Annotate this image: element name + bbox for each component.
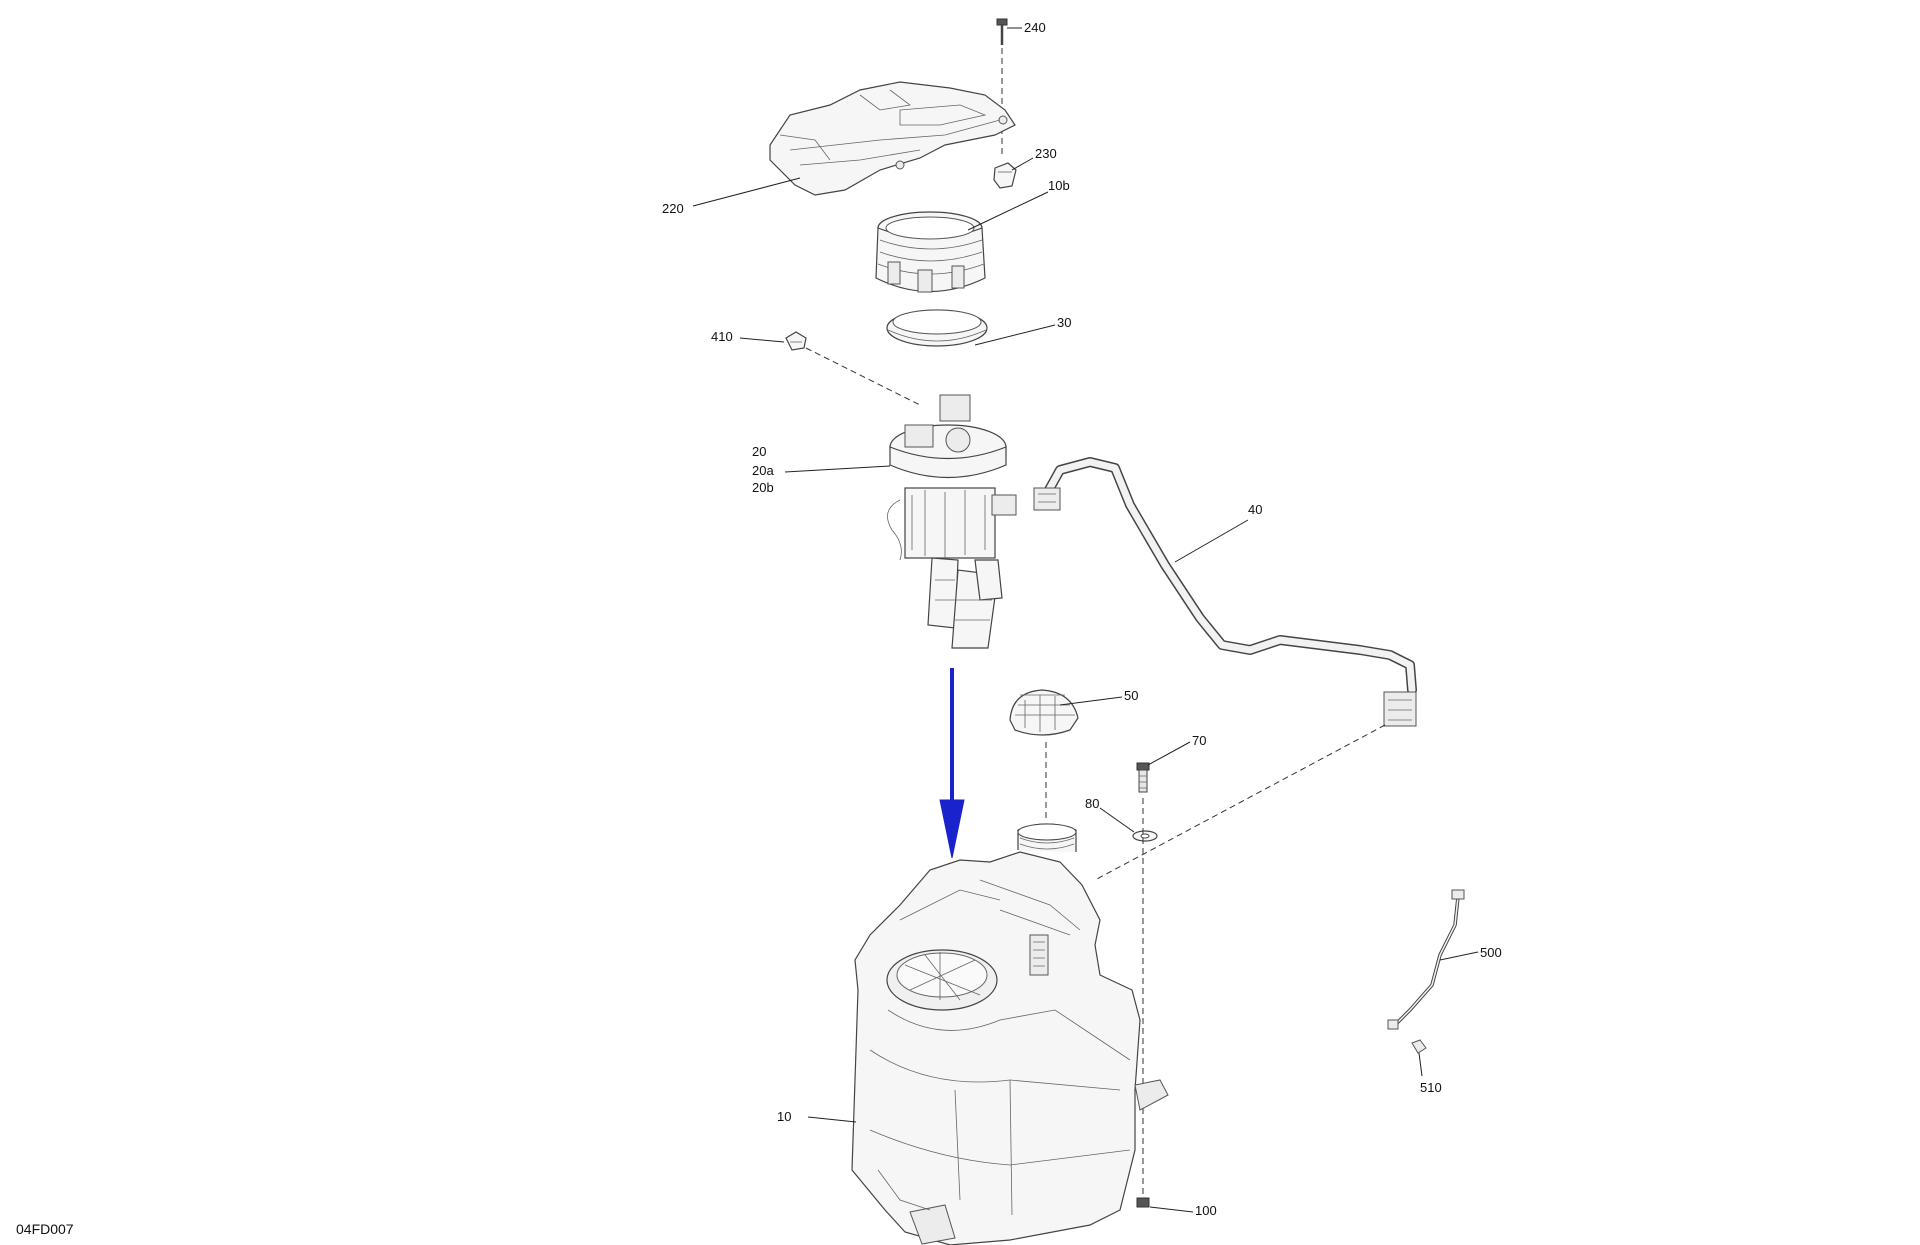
callout-100: 100: [1195, 1203, 1217, 1218]
leader-510: [1418, 1052, 1423, 1077]
part-30-gasket: [886, 309, 988, 347]
part-70-bolt: [1136, 762, 1150, 793]
part-240-screw: [996, 18, 1008, 45]
part-410-grommet: [785, 331, 807, 351]
figure-reference: 04FD007: [16, 1221, 74, 1237]
callout-220: 220: [662, 201, 684, 216]
callout-230: 230: [1035, 146, 1057, 161]
part-50-cap: [1009, 689, 1079, 736]
callout-20: 20: [752, 444, 766, 459]
leader-20: [784, 465, 891, 473]
part-40-harness-hose: [1033, 457, 1417, 727]
leader-100: [1149, 1206, 1194, 1213]
callout-40: 40: [1248, 502, 1262, 517]
insertion-arrow: [939, 668, 965, 859]
callout-80: 80: [1085, 796, 1099, 811]
part-80-washer: [1132, 830, 1158, 842]
callout-10: 10: [777, 1109, 791, 1124]
part-220-shield-plate: [769, 81, 1016, 196]
leader-500: [1439, 951, 1479, 961]
callout-240: 240: [1024, 20, 1046, 35]
callout-30: 30: [1057, 315, 1071, 330]
leader-10: [807, 1116, 857, 1123]
leader-230: [1011, 157, 1034, 171]
leader-50: [1059, 696, 1123, 706]
part-10-fuel-tank: [851, 823, 1169, 1245]
callout-20a: 20a: [752, 463, 774, 478]
callout-500: 500: [1480, 945, 1502, 960]
leader-10b: [967, 191, 1049, 231]
part-10b-lock-ring: [875, 211, 986, 293]
callout-70: 70: [1192, 733, 1206, 748]
callout-410: 410: [711, 329, 733, 344]
part-230-clip-nut: [993, 162, 1017, 189]
callout-510: 510: [1420, 1080, 1442, 1095]
axis-40-tank: [1094, 724, 1386, 881]
leader-80: [1099, 807, 1135, 833]
part-20-fuel-pump-module: [887, 394, 1017, 649]
leader-40: [1174, 519, 1249, 563]
leader-220: [692, 177, 801, 207]
leader-70: [1147, 741, 1191, 766]
part-500-cable: [1387, 889, 1465, 1030]
part-100-screw: [1136, 1197, 1150, 1208]
part-510-clip: [1411, 1039, 1427, 1054]
callout-20b: 20b: [752, 480, 774, 495]
callout-50: 50: [1124, 688, 1138, 703]
leader-30: [974, 324, 1056, 346]
leader-410: [739, 337, 785, 343]
callout-10b: 10b: [1048, 178, 1070, 193]
axis-410: [805, 347, 921, 406]
